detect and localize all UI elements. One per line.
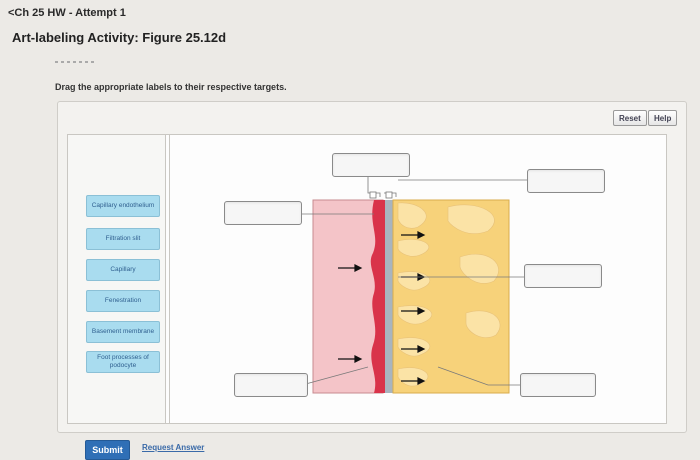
- leader-lines: [296, 177, 528, 386]
- label-capillary[interactable]: Capillary: [86, 259, 160, 281]
- drag-drop-area: Capillary endothelium Filtration slit Ca…: [67, 134, 667, 424]
- podocyte-region: [392, 199, 510, 394]
- leader-junction-box: [385, 191, 393, 199]
- label-capillary-endothelium[interactable]: Capillary endothelium: [86, 195, 160, 217]
- label-fenestration[interactable]: Fenestration: [86, 290, 160, 312]
- flow-arrows-capillary: [338, 264, 363, 363]
- activity-panel: Reset Help Capillary endothelium Filtrat…: [57, 101, 687, 433]
- help-button[interactable]: Help: [648, 110, 678, 126]
- divider: [55, 61, 95, 63]
- page-title: Art-labeling Activity: Figure 25.12d: [12, 30, 227, 45]
- submit-button[interactable]: Submit: [85, 440, 130, 460]
- basement-membrane-layer: [385, 200, 393, 393]
- label-foot-processes-of-podocyte[interactable]: Foot processes of podocyte: [86, 351, 160, 373]
- capillary-region: [312, 199, 384, 394]
- instructions-text: Drag the appropriate labels to their res…: [55, 82, 287, 92]
- leader-junction-box: [369, 191, 377, 199]
- back-to-assignment-link[interactable]: <Ch 25 HW - Attempt 1: [8, 7, 126, 19]
- glomerular-filtration-figure: [296, 177, 528, 394]
- drop-target-upper-left[interactable]: [224, 201, 302, 225]
- drop-target-top[interactable]: [332, 153, 410, 177]
- drop-target-lower-left[interactable]: [234, 373, 308, 397]
- reset-button[interactable]: Reset: [613, 110, 647, 126]
- capillary-endothelium-layer: [370, 200, 386, 393]
- bank-divider: [169, 135, 170, 423]
- request-answer-link[interactable]: Request Answer: [142, 443, 205, 452]
- drop-target-upper-right[interactable]: [527, 169, 605, 193]
- drop-target-middle-right[interactable]: [524, 264, 602, 288]
- label-basement-membrane[interactable]: Basement membrane: [86, 321, 160, 343]
- drop-target-lower-right[interactable]: [520, 373, 596, 397]
- label-filtration-slit[interactable]: Filtration slit: [86, 228, 160, 250]
